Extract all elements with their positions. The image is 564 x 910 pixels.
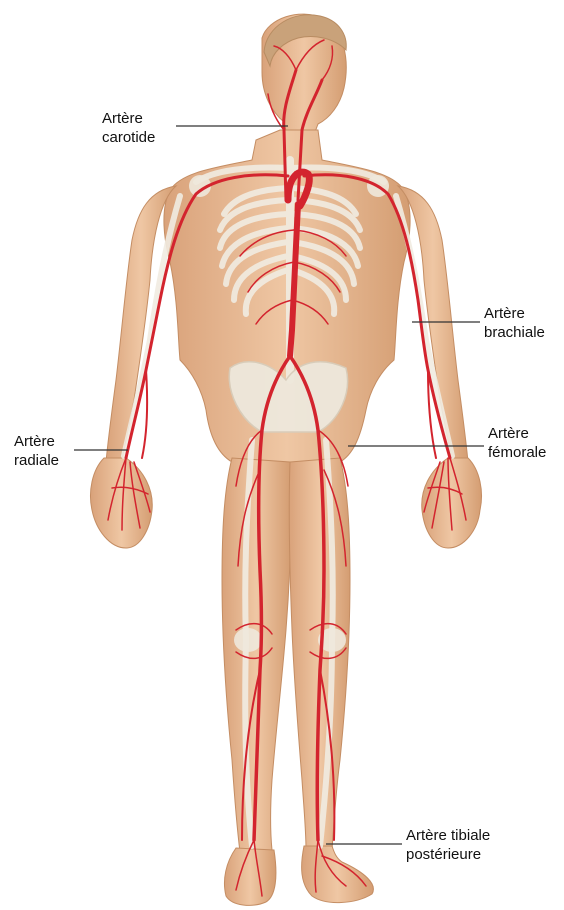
label-carotid-line2: carotide — [102, 128, 155, 147]
label-radial-line2: radiale — [14, 451, 59, 470]
label-tibial-line2: postérieure — [406, 845, 490, 864]
label-brachial-line2: brachiale — [484, 323, 545, 342]
label-femoral-line1: Artère — [488, 424, 546, 443]
label-tibial-line1: Artère tibiale — [406, 826, 490, 845]
label-carotid-artery: Artère carotide — [102, 109, 155, 147]
label-radial-artery: Artère radiale — [14, 432, 59, 470]
label-femoral-line2: fémorale — [488, 443, 546, 462]
label-brachial-line1: Artère — [484, 304, 545, 323]
label-brachial-artery: Artère brachiale — [484, 304, 545, 342]
label-posterior-tibial-artery: Artère tibiale postérieure — [406, 826, 490, 864]
label-femoral-artery: Artère fémorale — [488, 424, 546, 462]
label-carotid-line1: Artère — [102, 109, 155, 128]
knee-left — [234, 628, 262, 652]
label-radial-line1: Artère — [14, 432, 59, 451]
